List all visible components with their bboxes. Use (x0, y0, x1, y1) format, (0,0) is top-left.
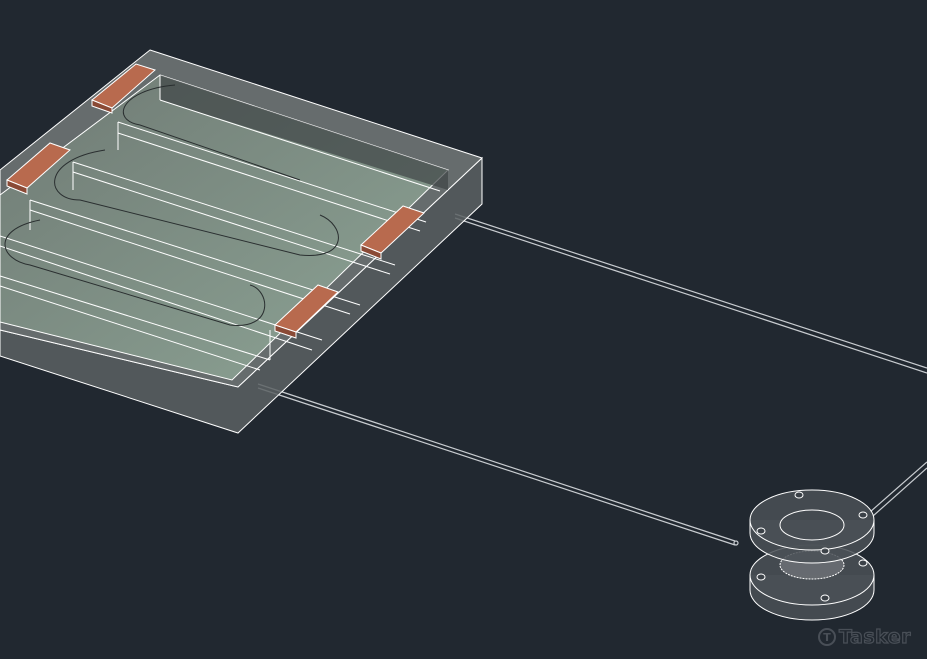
watermark-text: Tasker (838, 625, 912, 648)
copper-blocks (6, 63, 425, 339)
flange-bore (779, 509, 845, 541)
flange-top (749, 489, 875, 551)
heating-coil (4, 84, 339, 326)
flange-coupling[interactable] (749, 489, 875, 621)
tray-inner-back-wall (160, 75, 448, 190)
watermark: T Tasker (818, 625, 912, 649)
bolt-holes (756, 491, 868, 602)
pipe-upper (454, 213, 927, 374)
tasker-logo-icon: T (818, 628, 836, 646)
floor-stripes (0, 75, 441, 371)
pipe-flange-connector (869, 461, 927, 517)
radiant-panel-tray[interactable] (0, 49, 483, 434)
pipe-lower (257, 383, 739, 546)
